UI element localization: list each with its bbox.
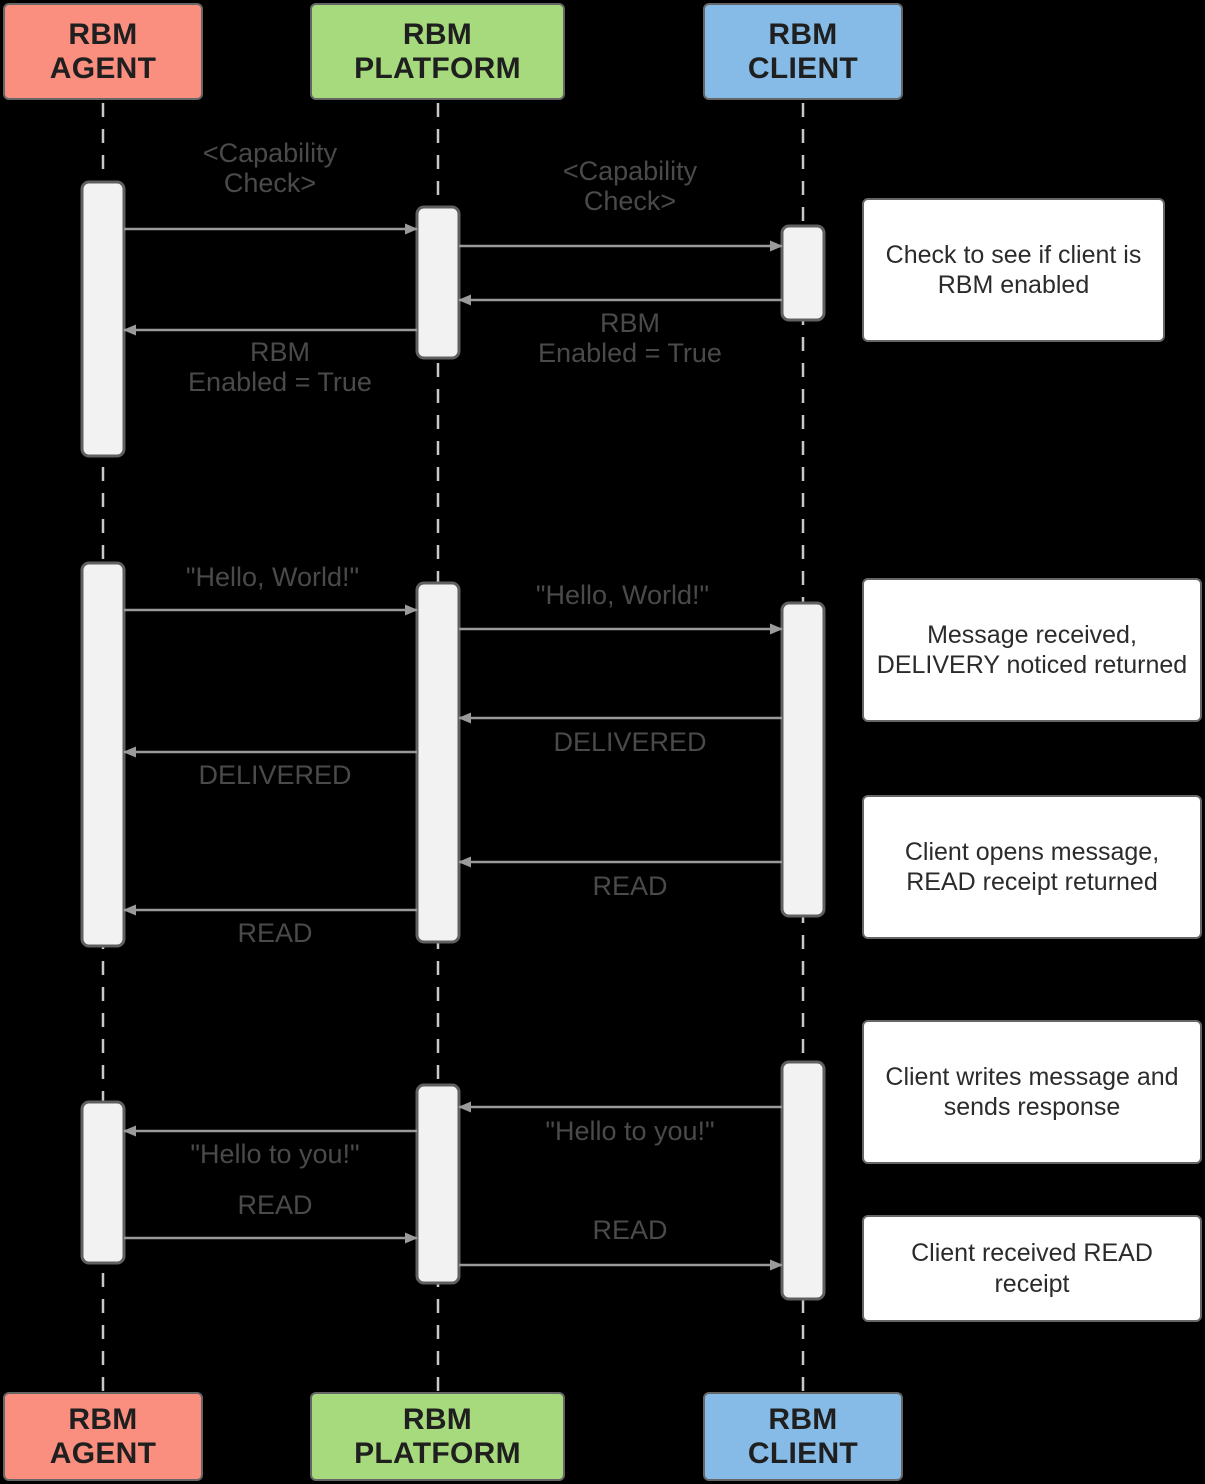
note-client-received-read-receipt: Client received READ receipt xyxy=(862,1215,1202,1322)
actor-header-client[interactable]: RBM CLIENT xyxy=(703,3,903,100)
actor-footer-platform-line2: PLATFORM xyxy=(354,1436,521,1470)
actor-header-client-line2: CLIENT xyxy=(747,51,859,85)
activation-platform-1 xyxy=(415,205,461,360)
activation-platform-3 xyxy=(415,1083,461,1285)
actor-footer-agent-line1: RBM xyxy=(68,1402,138,1436)
actor-header-platform[interactable]: RBM PLATFORM xyxy=(310,3,565,100)
actor-footer-client-line2: CLIENT xyxy=(747,1436,859,1470)
activation-agent-2 xyxy=(80,561,126,948)
actor-header-client-line1: RBM xyxy=(768,17,838,51)
activation-client-1 xyxy=(780,224,826,322)
actor-header-agent-line1: RBM xyxy=(68,17,138,51)
actor-header-platform-line1: RBM xyxy=(402,17,473,51)
note-message-received-delivery: Message received, DELIVERY noticed retur… xyxy=(862,578,1202,722)
activation-bars xyxy=(80,180,826,1301)
actor-header-agent-line2: AGENT xyxy=(49,51,157,85)
actor-footer-client-line1: RBM xyxy=(768,1402,838,1436)
actor-footer-agent[interactable]: RBM AGENT xyxy=(3,1392,203,1481)
note-client-writes-message: Client writes message and sends response xyxy=(862,1020,1202,1164)
note-client-opens-message-read: Client opens message, READ receipt retur… xyxy=(862,795,1202,939)
actor-footer-agent-line2: AGENT xyxy=(49,1436,157,1470)
activation-agent-3 xyxy=(80,1100,126,1265)
actor-header-agent[interactable]: RBM AGENT xyxy=(3,3,203,100)
actor-footer-platform-line1: RBM xyxy=(402,1402,473,1436)
activation-platform-2 xyxy=(415,581,461,944)
activation-client-3 xyxy=(780,1060,826,1301)
actor-footer-client[interactable]: RBM CLIENT xyxy=(703,1392,903,1481)
activation-agent-1 xyxy=(80,180,126,458)
actor-header-platform-line2: PLATFORM xyxy=(354,51,521,85)
message-arrows xyxy=(123,223,783,1271)
actor-footer-platform[interactable]: RBM PLATFORM xyxy=(310,1392,565,1481)
note-check-rbm-enabled: Check to see if client is RBM enabled xyxy=(862,198,1165,342)
activation-client-2 xyxy=(780,601,826,918)
